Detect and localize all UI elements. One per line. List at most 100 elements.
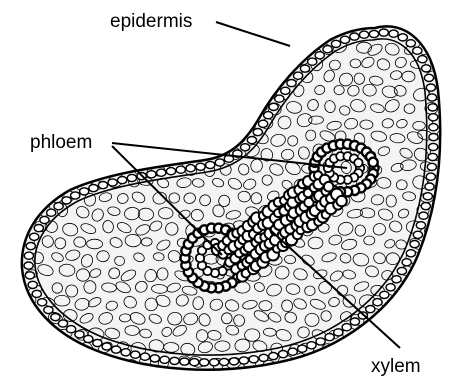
epidermis-cell — [229, 358, 238, 365]
cortex-cell — [54, 57, 68, 68]
cortex-cell — [432, 295, 449, 309]
cortex-cell — [407, 279, 424, 294]
epidermis-cell — [259, 120, 268, 127]
epidermis-cell — [62, 197, 71, 204]
cortex-cell — [436, 189, 449, 202]
cortex-cell — [159, 84, 177, 101]
cortex-cell — [203, 70, 217, 83]
cortex-cell — [166, 40, 179, 55]
epidermis-cell — [108, 179, 117, 186]
epidermis-cell — [342, 324, 351, 331]
epidermis-cell — [334, 329, 343, 336]
cortex-cell — [32, 44, 43, 54]
epidermis-cell — [160, 356, 169, 363]
cortex-cell — [21, 54, 36, 70]
epidermis-cell — [24, 262, 33, 269]
cortex-cell — [175, 115, 187, 126]
cortex-cell — [248, 59, 259, 69]
epidermis-cell — [166, 168, 175, 175]
epidermis-cell — [418, 56, 427, 63]
cortex-cell — [149, 101, 160, 111]
epidermis-cell — [176, 166, 185, 173]
cortex-cell — [43, 88, 56, 100]
cortex-cell — [137, 85, 153, 101]
cortex-cell — [404, 345, 421, 356]
cortex-cell — [61, 158, 78, 172]
cortex-cell — [47, 39, 63, 51]
epidermis-cell — [416, 222, 425, 229]
cortex-cell — [150, 129, 165, 141]
epidermis-leader-line — [216, 22, 290, 46]
cortex-cell — [151, 72, 165, 85]
epidermis-cell — [28, 281, 37, 288]
cortex-cell — [181, 101, 195, 111]
cortex-cell — [116, 45, 128, 56]
cortex-cell — [441, 310, 449, 324]
cortex-cell — [67, 100, 80, 112]
epidermis-cell — [419, 212, 428, 219]
cortex-cell — [428, 265, 444, 278]
cortex-cell — [215, 70, 232, 84]
epidermis-cell — [54, 203, 63, 210]
cortex-cell — [56, 89, 68, 101]
epidermis-cell — [206, 161, 215, 168]
cortex-cell — [132, 100, 146, 112]
cortex-cell — [163, 68, 178, 83]
cortex-cell — [30, 192, 43, 205]
epidermis-cell — [279, 351, 288, 358]
epidermis-cell — [350, 318, 359, 325]
epidermis-cell — [429, 134, 438, 141]
epidermis-cell — [308, 58, 317, 65]
cortex-cell — [419, 249, 434, 265]
cortex-cell — [53, 173, 69, 189]
cortex-cell — [215, 39, 229, 52]
epidermis-cell — [247, 137, 256, 144]
epidermis-cell — [89, 185, 98, 192]
cortex-cell — [436, 70, 449, 83]
cortex-cell — [419, 313, 437, 328]
cortex-cell — [133, 72, 147, 85]
epidermis-cell — [413, 47, 422, 54]
cortex-cell — [79, 164, 93, 175]
cortex-cell — [204, 44, 215, 54]
cortex-cell — [159, 145, 175, 158]
cortex-cell — [101, 128, 116, 142]
cortex-cell — [177, 89, 194, 101]
epidermis-cell — [288, 348, 297, 355]
epidermis-cell — [366, 306, 375, 313]
cortex-cell — [426, 282, 438, 295]
epidermis-cell — [259, 354, 268, 361]
xylem-cell — [336, 196, 346, 206]
epidermis-cell — [30, 233, 39, 240]
cortex-cell — [402, 308, 421, 325]
cortex-cell — [33, 160, 49, 174]
cortex-cell — [29, 98, 45, 115]
epidermis-cell — [269, 103, 278, 110]
cortex-cell — [187, 42, 199, 54]
cortex-cell — [227, 88, 241, 97]
cortex-cell — [219, 102, 230, 115]
cortex-cell — [427, 328, 443, 343]
epidermis-cell — [71, 192, 80, 199]
cortex-cell — [438, 38, 449, 52]
cortex-cell — [158, 117, 171, 130]
cortex-cell — [30, 343, 47, 355]
epidermis-cell — [58, 320, 67, 327]
epidermis-cell — [413, 231, 422, 238]
epidermis-cell — [402, 259, 411, 266]
cortex-cell — [100, 72, 115, 87]
cortex-cell — [75, 90, 86, 101]
cortex-cell — [434, 221, 449, 232]
epidermis-cell — [47, 209, 56, 216]
cortex-cell — [398, 296, 411, 308]
cortex-cell — [94, 36, 113, 54]
xylem-label: xylem — [371, 356, 421, 377]
cortex-cell — [119, 105, 130, 116]
cortex-cell — [430, 356, 445, 370]
epidermis-cell — [140, 353, 149, 360]
epidermis-cell — [294, 72, 303, 79]
cortex-cell — [438, 248, 449, 263]
cortex-cell — [49, 161, 64, 174]
cortex-cell — [73, 57, 88, 72]
